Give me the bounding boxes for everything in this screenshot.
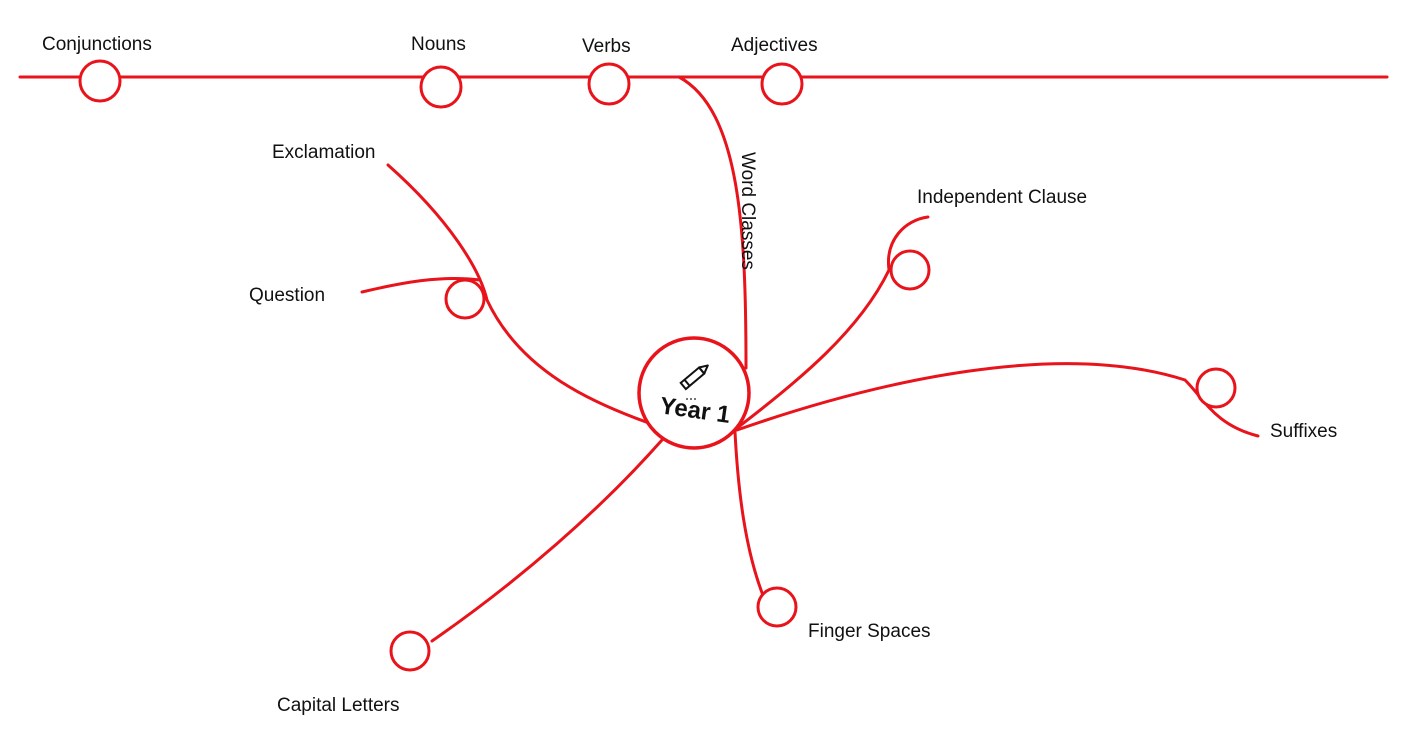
node-adjectives[interactable] — [760, 62, 804, 106]
label-nouns: Nouns — [411, 34, 466, 55]
label-question: Question — [249, 285, 325, 306]
branch-suffixes — [735, 362, 1260, 438]
label-finger-spaces: Finger Spaces — [808, 621, 931, 642]
node-question[interactable] — [444, 278, 486, 320]
node-independent-clause[interactable] — [889, 249, 931, 291]
node-suffixes[interactable] — [1195, 367, 1237, 409]
branch-exclamation — [386, 163, 678, 434]
branch-word-classes — [677, 75, 748, 370]
branch-capital-letters — [430, 438, 664, 643]
label-word-classes: Word Classes — [737, 152, 758, 270]
hub-circle — [637, 336, 751, 450]
node-conjunctions[interactable] — [78, 59, 122, 103]
label-independent-clause: Independent Clause — [917, 187, 1087, 208]
branch-finger-spaces — [733, 430, 766, 600]
hub-node[interactable]: Year 1 — [637, 336, 751, 450]
label-capital-letters: Capital Letters — [277, 695, 400, 716]
branch-independent-clause — [735, 215, 930, 430]
label-suffixes: Suffixes — [1270, 421, 1337, 442]
label-conjunctions: Conjunctions — [42, 34, 152, 55]
node-finger-spaces[interactable] — [756, 586, 798, 628]
pencil-dots-icon — [686, 398, 696, 400]
pencil-icon — [679, 364, 709, 391]
node-nouns[interactable] — [419, 65, 463, 109]
label-exclamation: Exclamation — [272, 142, 376, 163]
label-verbs: Verbs — [582, 36, 631, 57]
node-capital-letters[interactable] — [389, 630, 431, 672]
label-adjectives: Adjectives — [731, 35, 818, 56]
node-verbs[interactable] — [587, 62, 631, 106]
